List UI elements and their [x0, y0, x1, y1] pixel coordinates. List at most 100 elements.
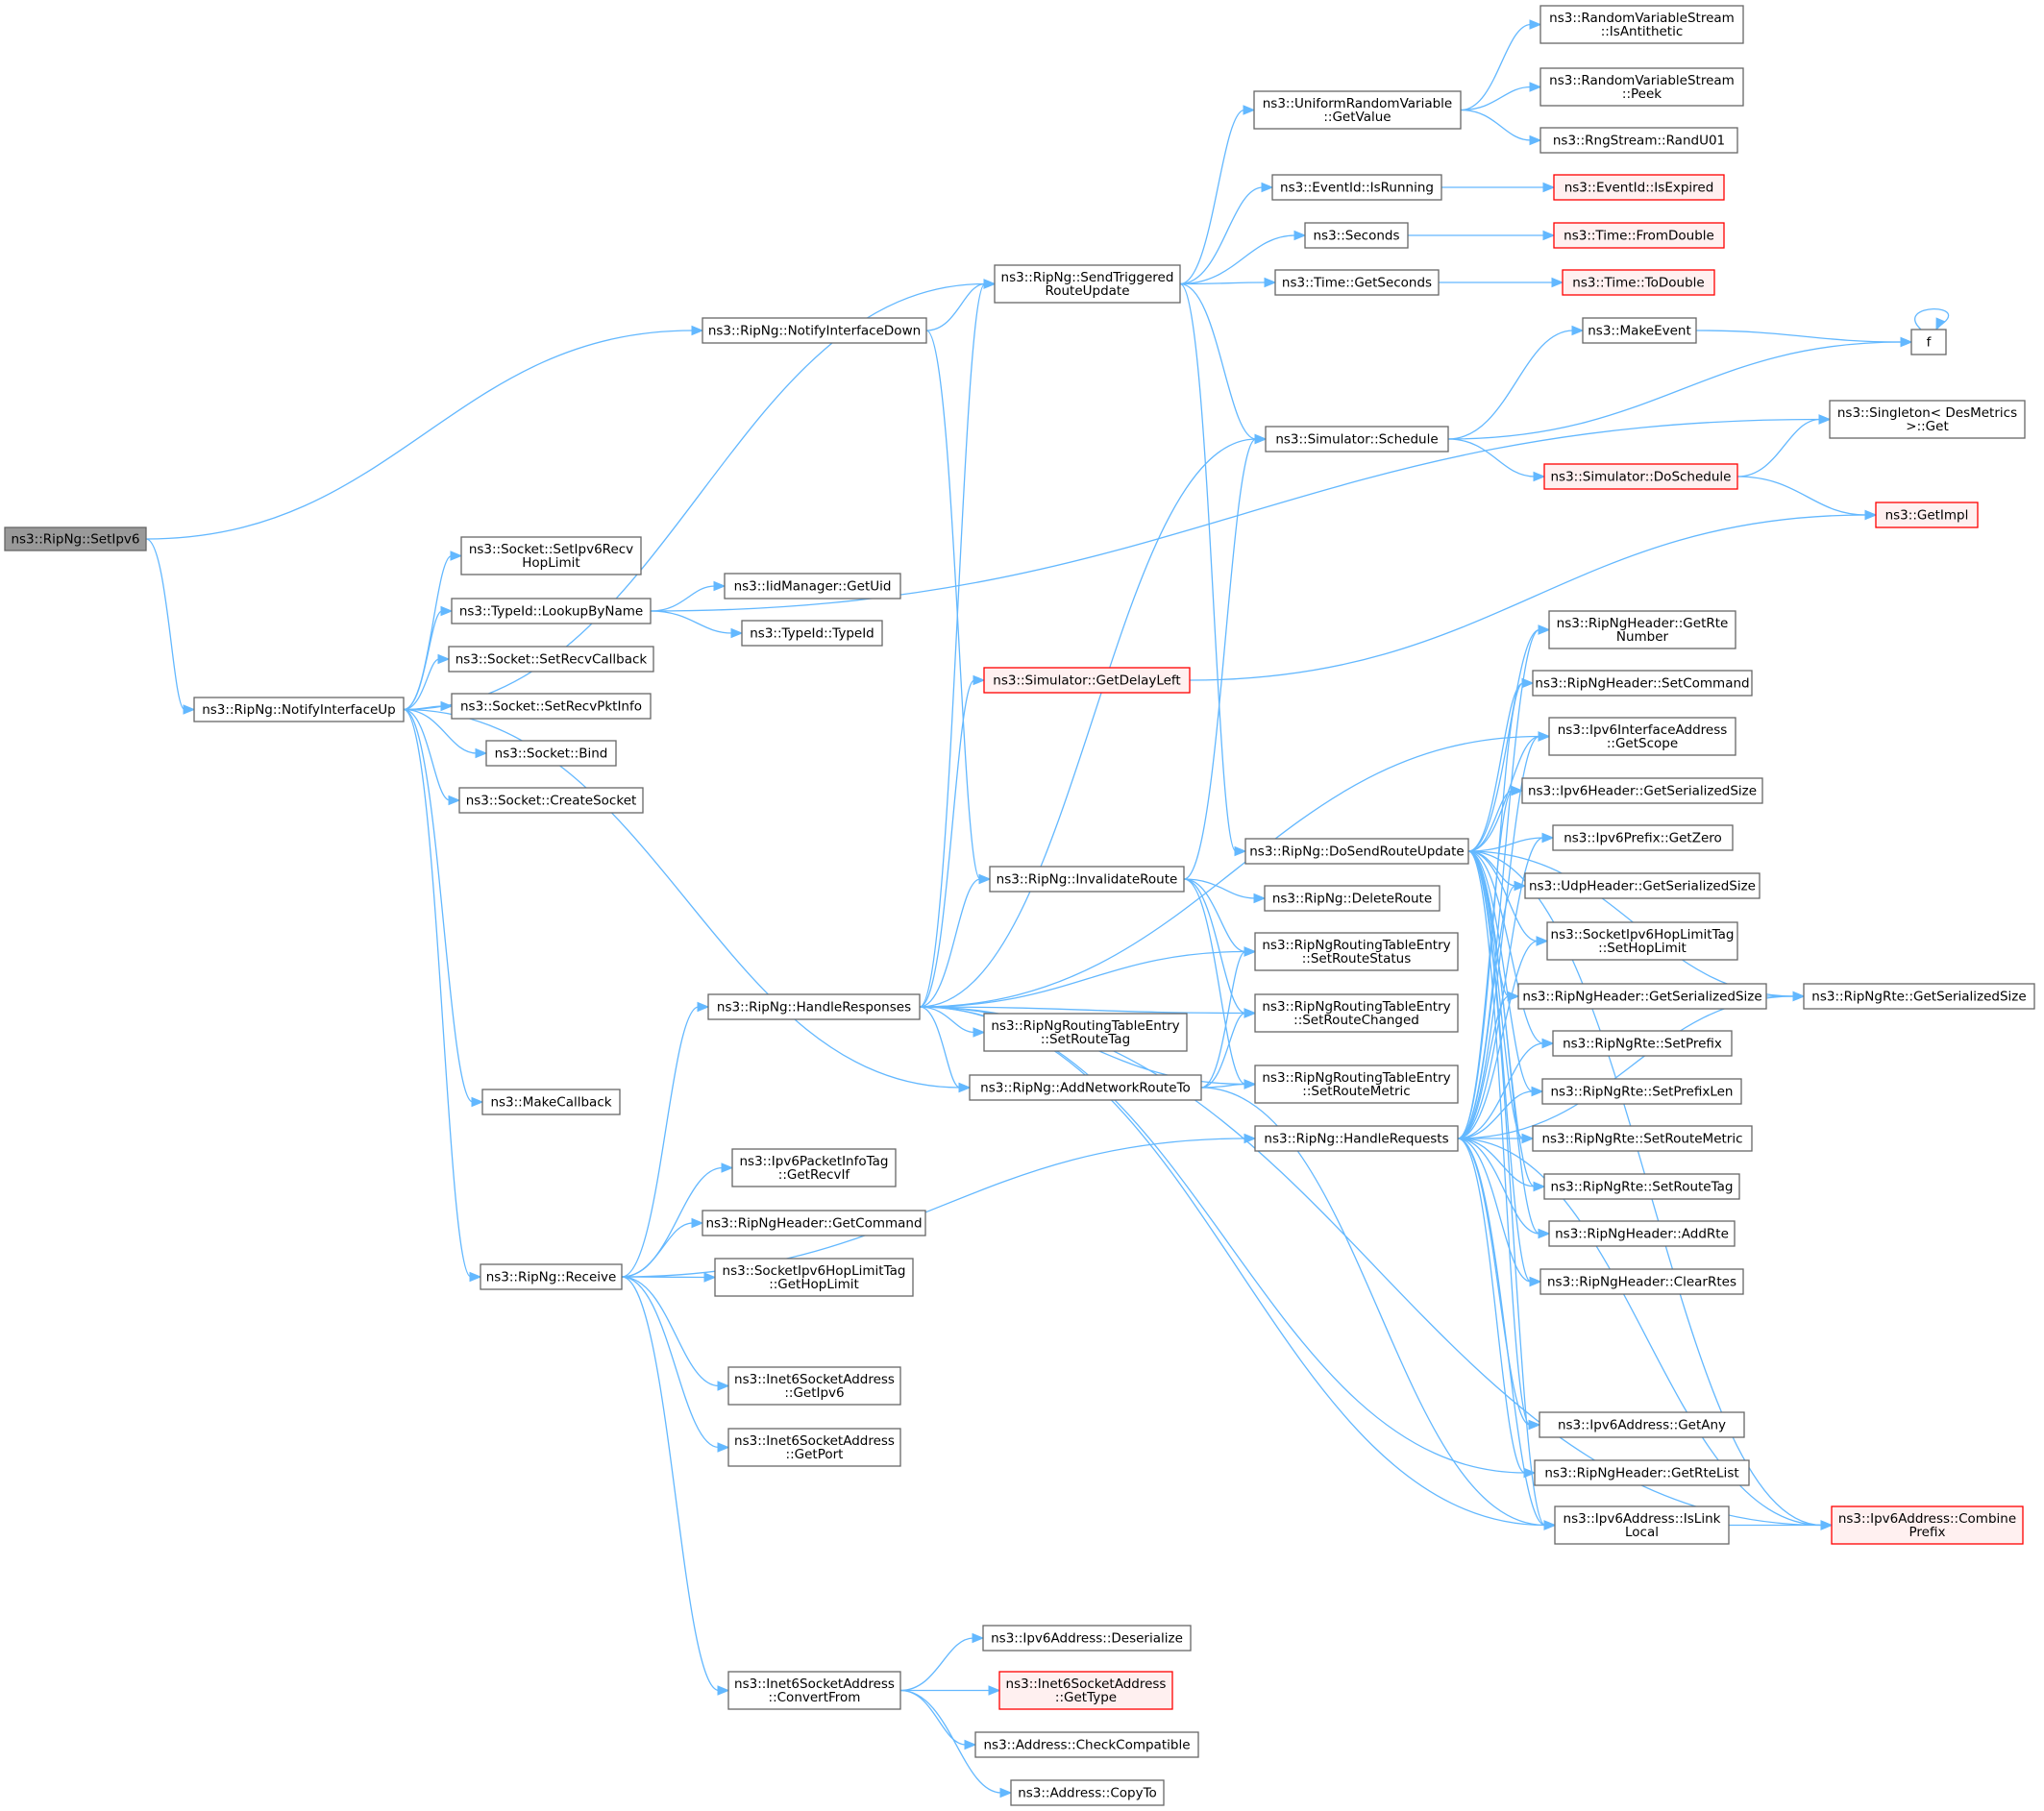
node-setroutestatus[interactable]: ns3::RipNgRoutingTableEntry::SetRouteSta…	[1254, 932, 1459, 971]
node-singleton[interactable]: ns3::Singleton< DesMetrics>::Get	[1829, 400, 2026, 439]
node-setroutechanged[interactable]: ns3::RipNgRoutingTableEntry::SetRouteCha…	[1254, 993, 1459, 1033]
edge-arrowhead	[1514, 880, 1527, 892]
node-schedule[interactable]: ns3::Simulator::Schedule	[1265, 426, 1449, 453]
node-label: ns3::Ipv6InterfaceAddress	[1558, 722, 1728, 738]
edge-arrowhead	[691, 325, 704, 336]
node-getimpl[interactable]: ns3::GetImpl	[1875, 502, 1979, 528]
node-checkcompat[interactable]: ns3::Address::CheckCompatible	[974, 1731, 1199, 1758]
node-ipv6hdrsize[interactable]: ns3::Ipv6Header::GetSerializedSize	[1521, 777, 1763, 804]
node-typeid[interactable]: ns3::TypeId::TypeId	[741, 620, 883, 647]
node-udphdrsize[interactable]: ns3::UdpHeader::GetSerializedSize	[1524, 872, 1761, 899]
node-addnetwork[interactable]: ns3::RipNg::AddNetworkRouteTo	[969, 1074, 1202, 1101]
edge-notifyup-to-lookupbyname	[403, 605, 454, 711]
node-layer: ns3::RipNg::SetIpv6ns3::RipNg::NotifyInt…	[4, 5, 2035, 1806]
node-getscope[interactable]: ns3::Ipv6InterfaceAddress::GetScope	[1548, 717, 1736, 756]
node-label: ns3::GetImpl	[1885, 508, 1969, 524]
node-riphdrsize[interactable]: ns3::RipNgHeader::GetSerializedSize	[1517, 983, 1767, 1010]
node-rtesetroutetag[interactable]: ns3::RipNgRte::SetRouteTag	[1543, 1173, 1740, 1200]
node-label: Prefix	[1909, 1525, 1946, 1540]
node-sethoplimit[interactable]: ns3::SocketIpv6HopLimitTag::SetHopLimit	[1546, 921, 1738, 961]
node-makeevent[interactable]: ns3::MakeEvent	[1582, 317, 1697, 344]
edge-lookupbyname-to-getuid	[650, 580, 726, 612]
node-peek[interactable]: ns3::RandomVariableStream::Peek	[1539, 67, 1744, 107]
node-isexpired[interactable]: ns3::EventId::IsExpired	[1553, 174, 1725, 201]
node-deleteroute[interactable]: ns3::RipNg::DeleteRoute	[1264, 885, 1441, 912]
node-label: ::ConvertFrom	[769, 1690, 861, 1705]
node-label: ns3::MakeEvent	[1588, 324, 1691, 339]
node-inetgetipv6[interactable]: ns3::Inet6SocketAddress::GetIpv6	[727, 1366, 901, 1406]
edge-arrowhead	[1542, 230, 1556, 241]
edge-arrowhead	[1511, 785, 1524, 796]
node-getzero[interactable]: ns3::Ipv6Prefix::GetZero	[1552, 824, 1734, 851]
edge-schedule-to-makeevent	[1447, 325, 1585, 440]
node-deserialize[interactable]: ns3::Ipv6Address::Deserialize	[982, 1625, 1192, 1652]
node-addrte[interactable]: ns3::RipNgHeader::AddRte	[1548, 1220, 1736, 1247]
node-notifydown[interactable]: ns3::RipNg::NotifyInterfaceDown	[702, 317, 927, 344]
node-getrtelist[interactable]: ns3::RipNgHeader::GetRteList	[1534, 1459, 1750, 1486]
node-getrecvif[interactable]: ns3::Ipv6PacketInfoTag::GetRecvIf	[731, 1148, 897, 1187]
node-getseconds[interactable]: ns3::Time::GetSeconds	[1274, 269, 1440, 296]
node-dosend[interactable]: ns3::RipNg::DoSendRouteUpdate	[1244, 838, 1469, 865]
node-handleresp[interactable]: ns3::RipNg::HandleResponses	[707, 993, 921, 1020]
edge-line	[899, 1637, 974, 1692]
node-label: ns3::Seconds	[1314, 229, 1400, 244]
node-setroutemetricentry[interactable]: ns3::RipNgRoutingTableEntry::SetRouteMet…	[1254, 1065, 1459, 1104]
node-setroutetagentry[interactable]: ns3::RipNgRoutingTableEntry::SetRouteTag	[983, 1013, 1188, 1052]
node-clearrtes[interactable]: ns3::RipNgHeader::ClearRtes	[1539, 1268, 1744, 1295]
node-receive[interactable]: ns3::RipNg::Receive	[480, 1263, 623, 1290]
node-unigetvalue[interactable]: ns3::UniformRandomVariable::GetValue	[1253, 90, 1462, 130]
node-setprefixlen[interactable]: ns3::RipNgRte::SetPrefixLen	[1541, 1078, 1742, 1105]
node-todouble[interactable]: ns3::Time::ToDouble	[1562, 269, 1715, 296]
node-copyto[interactable]: ns3::Address::CopyTo	[1010, 1779, 1165, 1806]
edge-seconds-to-fromdouble	[1408, 230, 1556, 241]
node-setipv6[interactable]: ns3::RipNg::SetIpv6	[4, 526, 147, 551]
node-label: ::GetType	[1055, 1690, 1117, 1705]
node-getany[interactable]: ns3::Ipv6Address::GetAny	[1539, 1411, 1745, 1438]
edge-setipv6-to-notifyup	[145, 538, 196, 715]
node-box	[1521, 777, 1763, 804]
node-notifyup[interactable]: ns3::RipNg::NotifyInterfaceUp	[193, 697, 405, 722]
node-randu01[interactable]: ns3::RngStream::RandU01	[1539, 127, 1738, 154]
node-rtesetroutemetric[interactable]: ns3::RipNgRte::SetRouteMetric	[1532, 1125, 1753, 1152]
node-setprefix[interactable]: ns3::RipNgRte::SetPrefix	[1552, 1030, 1733, 1057]
node-gethoplimit[interactable]: ns3::SocketIpv6HopLimitTag::GetHopLimit	[714, 1258, 914, 1297]
node-setrecvcallback[interactable]: ns3::Socket::SetRecvCallback	[448, 646, 654, 673]
node-bind[interactable]: ns3::Socket::Bind	[485, 740, 617, 767]
edge-line	[1457, 1138, 1540, 1235]
node-lookupbyname[interactable]: ns3::TypeId::LookupByName	[451, 598, 652, 624]
node-inetgettype[interactable]: ns3::Inet6SocketAddress::GetType	[998, 1671, 1173, 1710]
node-f[interactable]: f	[1910, 329, 1947, 355]
node-label: Local	[1625, 1525, 1659, 1540]
node-isanti[interactable]: ns3::RandomVariableStream::IsAntithetic	[1539, 5, 1744, 44]
node-setrecvpktinfo[interactable]: ns3::Socket::SetRecvPktInfo	[451, 693, 652, 720]
node-label: ns3::UniformRandomVariable	[1263, 96, 1453, 111]
node-getuid[interactable]: ns3::IidManager::GetUid	[724, 573, 901, 600]
node-getdelayleft[interactable]: ns3::Simulator::GetDelayLeft	[983, 667, 1191, 694]
node-fromdouble[interactable]: ns3::Time::FromDouble	[1553, 222, 1725, 249]
node-convertfrom[interactable]: ns3::Inet6SocketAddress::ConvertFrom	[727, 1671, 901, 1710]
node-getcommand[interactable]: ns3::RipNgHeader::GetCommand	[702, 1210, 926, 1236]
edge-line	[919, 282, 986, 1008]
edge-arrowhead	[1254, 433, 1268, 445]
node-doschedule[interactable]: ns3::Simulator::DoSchedule	[1543, 463, 1738, 490]
edge-line	[919, 950, 1246, 1008]
edge-handlereq-to-getzero	[1457, 832, 1555, 1139]
node-rtesize[interactable]: ns3::RipNgRte::GetSerializedSize	[1803, 983, 2035, 1010]
node-seconds[interactable]: ns3::Seconds	[1304, 222, 1409, 249]
edge-arrowhead	[1541, 832, 1555, 844]
edge-unigetvalue-to-isanti	[1460, 19, 1542, 111]
node-makecallback[interactable]: ns3::MakeCallback	[481, 1089, 621, 1115]
node-inetgetport[interactable]: ns3::Inet6SocketAddress::GetPort	[727, 1428, 901, 1467]
node-setcommand[interactable]: ns3::RipNgHeader::SetCommand	[1532, 670, 1753, 697]
node-label: ns3::Socket::SetRecvPktInfo	[460, 699, 642, 715]
node-handlereq[interactable]: ns3::RipNg::HandleRequests	[1254, 1125, 1459, 1152]
node-isrunning[interactable]: ns3::EventId::IsRunning	[1271, 174, 1442, 201]
node-createsocket[interactable]: ns3::Socket::CreateSocket	[458, 787, 644, 814]
node-invalidate[interactable]: ns3::RipNg::InvalidateRoute	[989, 866, 1185, 893]
node-box	[1553, 222, 1725, 249]
